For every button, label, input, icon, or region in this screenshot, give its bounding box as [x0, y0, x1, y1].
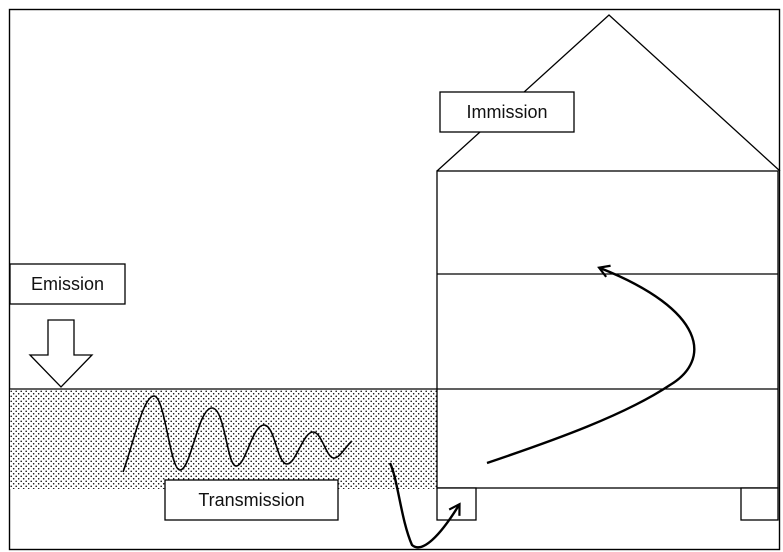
immission-label-box: Immission: [439, 91, 575, 133]
vibration-wave: [122, 395, 353, 473]
emission-arrow-icon: [28, 319, 94, 388]
transmission-label-box: Transmission: [164, 479, 339, 521]
foundation-right: [740, 487, 779, 521]
building-transmission-arrow: [486, 264, 696, 465]
foundation-left: [436, 487, 477, 521]
emission-label: Emission: [31, 274, 104, 294]
transmission-label: Transmission: [198, 490, 304, 510]
ground-to-foundation-arrow: [388, 462, 461, 549]
ground-soil: [10, 389, 437, 489]
immission-label: Immission: [466, 102, 547, 122]
emission-label-box: Emission: [9, 263, 126, 305]
house-body: [436, 170, 779, 489]
